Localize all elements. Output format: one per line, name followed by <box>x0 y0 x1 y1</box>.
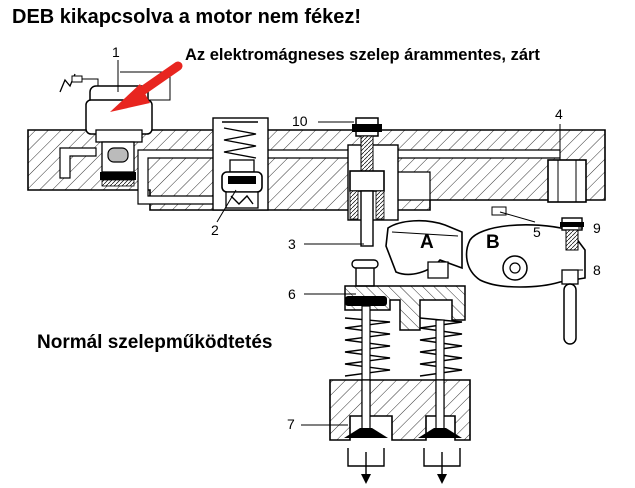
callout-5: 5 <box>533 224 541 240</box>
callout-3: 3 <box>288 236 296 252</box>
solenoid-state-note: Az elektromágneses szelep árammentes, zá… <box>185 46 540 64</box>
normal-operation-caption: Normál szelepműködtetés <box>37 332 273 353</box>
callout-7: 7 <box>287 416 295 432</box>
exhaust-arrows <box>347 448 461 484</box>
rocker-arm-a <box>385 219 463 279</box>
leader-lines <box>117 60 583 426</box>
callout-10: 10 <box>292 113 308 129</box>
callout-6: 6 <box>288 286 296 302</box>
valve-bridge <box>344 259 466 331</box>
lever-label-a: A <box>420 232 434 253</box>
diagram-title: DEB kikapcsolva a motor nem fékez! <box>12 6 362 28</box>
control-valve <box>221 121 263 209</box>
callout-1: 1 <box>112 44 120 60</box>
cylinder-head <box>329 379 471 441</box>
callout-2: 2 <box>211 222 219 238</box>
callout-4: 4 <box>555 106 563 122</box>
callout-8: 8 <box>593 262 601 278</box>
red-arrow <box>110 61 183 112</box>
lever-label-b: B <box>486 232 500 253</box>
callout-9: 9 <box>593 220 601 236</box>
slave-piston <box>349 117 385 247</box>
rocker-arm-b <box>465 217 586 345</box>
